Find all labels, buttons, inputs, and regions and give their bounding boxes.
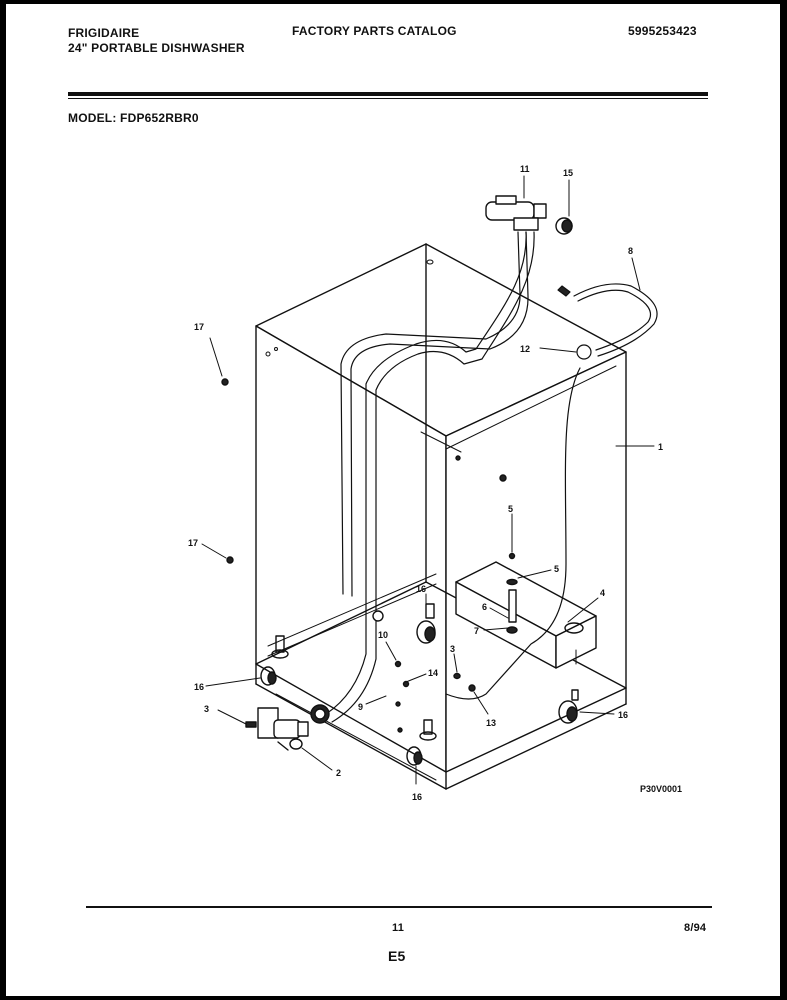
cabinet-frame bbox=[255, 243, 627, 790]
callout-5-lower: 5 bbox=[554, 564, 559, 574]
callout-15: 15 bbox=[563, 168, 573, 178]
catalog-title: FACTORY PARTS CATALOG bbox=[292, 24, 457, 38]
callout-1: 1 bbox=[658, 442, 663, 452]
casters bbox=[260, 603, 579, 766]
power-cord bbox=[445, 283, 658, 700]
catalog-page: FRIGIDAIRE 24" PORTABLE DISHWASHER FACTO… bbox=[6, 4, 780, 996]
fasteners bbox=[221, 378, 518, 733]
callout-17-upper: 17 bbox=[194, 322, 204, 332]
callout-16-front: 16 bbox=[412, 792, 422, 802]
callout-9: 9 bbox=[358, 702, 363, 712]
revision-date: 8/94 bbox=[684, 922, 707, 934]
exploded-parts-diagram: 11 15 8 12 1 17 17 5 5 4 6 7 3 16 10 14 … bbox=[188, 164, 682, 802]
callout-7: 7 bbox=[474, 626, 479, 636]
pump-housing bbox=[455, 561, 597, 669]
callout-17-lower: 17 bbox=[188, 538, 198, 548]
page-number: 11 bbox=[392, 922, 405, 934]
diagram-code: P30V0001 bbox=[640, 784, 682, 794]
callout-16-right: 16 bbox=[618, 710, 628, 720]
lower-inlet-valve bbox=[245, 704, 330, 751]
product-name: 24" PORTABLE DISHWASHER bbox=[68, 41, 245, 55]
callout-14: 14 bbox=[428, 668, 438, 678]
callout-10: 10 bbox=[378, 630, 388, 640]
header-rule-thin bbox=[68, 98, 708, 99]
water-hoses bbox=[325, 231, 535, 723]
callout-13: 13 bbox=[486, 718, 496, 728]
callout-11: 11 bbox=[520, 164, 530, 174]
section-code: E5 bbox=[388, 948, 406, 964]
header-rule-thick bbox=[68, 92, 708, 96]
callout-4: 4 bbox=[600, 588, 605, 598]
callout-3-upper: 3 bbox=[450, 644, 455, 654]
callout-labels: 11 15 8 12 1 17 17 5 5 4 6 7 3 16 10 14 … bbox=[188, 164, 682, 802]
leader-lines bbox=[201, 175, 655, 785]
callout-12: 12 bbox=[520, 344, 530, 354]
callout-2: 2 bbox=[336, 768, 341, 778]
model-number: MODEL: FDP652RBR0 bbox=[68, 111, 199, 125]
catalog-number: 5995253423 bbox=[628, 24, 697, 38]
callout-6: 6 bbox=[482, 602, 487, 612]
callout-16-left: 16 bbox=[194, 682, 204, 692]
brand-name: FRIGIDAIRE bbox=[68, 26, 140, 40]
callout-18: 16 bbox=[416, 584, 426, 594]
callout-5-upper: 5 bbox=[508, 504, 513, 514]
callout-3-lower: 3 bbox=[204, 704, 209, 714]
callout-8: 8 bbox=[628, 246, 633, 256]
top-inlet-valve bbox=[485, 195, 573, 235]
footer-rule bbox=[86, 906, 712, 908]
